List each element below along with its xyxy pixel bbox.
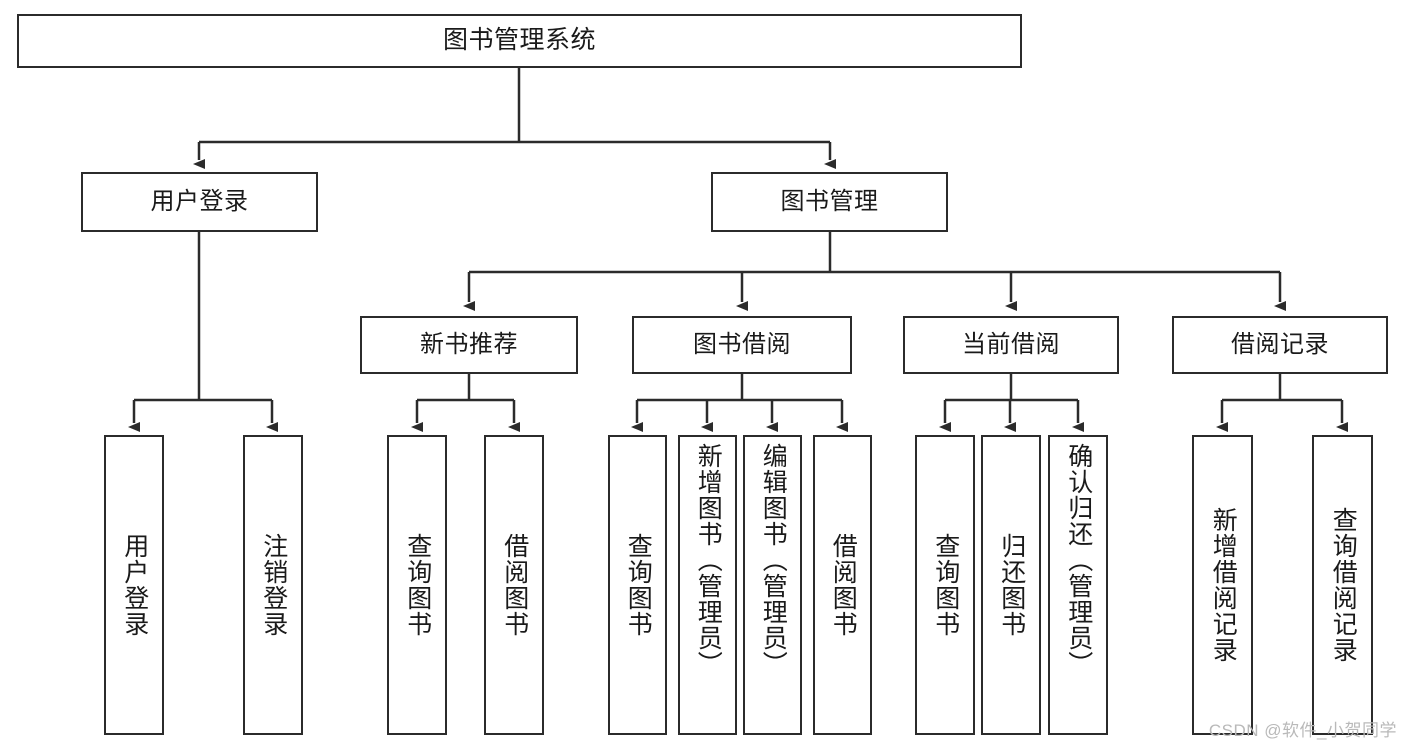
node-label: 注销登录 [259,533,288,637]
node-label: 图书管理系统 [442,26,596,55]
node-book-borrow[interactable]: 图书借阅 [632,316,852,374]
node-leaf-query-record[interactable]: 查询借阅记录 [1312,435,1373,735]
node-label: 当前借阅 [962,330,1060,358]
node-label: 新增借阅记录 [1209,507,1238,663]
node-leaf-return-book[interactable]: 归还图书 [981,435,1041,735]
node-label: 借阅图书 [829,533,858,637]
node-label: 用户登录 [120,533,149,637]
node-label: 图书借阅 [693,330,791,358]
node-leaf-query-book-1[interactable]: 查询图书 [387,435,447,735]
node-label: 借阅记录 [1231,330,1329,358]
node-leaf-logout-login[interactable]: 注销登录 [243,435,303,735]
node-label: 查询借阅记录 [1329,507,1358,663]
node-label: 查询图书 [403,533,432,637]
node-leaf-confirm-return[interactable]: 确认归还（管理员） [1048,435,1108,735]
node-book-management[interactable]: 图书管理 [711,172,948,232]
node-leaf-query-book-2[interactable]: 查询图书 [608,435,667,735]
node-borrow-record[interactable]: 借阅记录 [1172,316,1388,374]
node-leaf-edit-book[interactable]: 编辑图书（管理员） [743,435,802,735]
node-label: 查询图书 [931,533,960,637]
node-label: 新增图书（管理员） [694,443,723,677]
node-leaf-add-record[interactable]: 新增借阅记录 [1192,435,1253,735]
node-label: 归还图书 [997,533,1026,637]
node-label: 借阅图书 [500,533,529,637]
node-label: 图书管理 [780,187,879,215]
node-root-system[interactable]: 图书管理系统 [17,14,1022,68]
node-label: 用户登录 [150,187,249,215]
node-current-borrow[interactable]: 当前借阅 [903,316,1119,374]
node-leaf-borrow-book-2[interactable]: 借阅图书 [813,435,872,735]
node-label: 编辑图书（管理员） [759,443,788,677]
node-leaf-user-login[interactable]: 用户登录 [104,435,164,735]
node-label: 新书推荐 [420,330,518,358]
node-label: 确认归还（管理员） [1064,443,1093,677]
node-user-login[interactable]: 用户登录 [81,172,318,232]
node-leaf-borrow-book-1[interactable]: 借阅图书 [484,435,544,735]
node-new-book-recommend[interactable]: 新书推荐 [360,316,578,374]
node-leaf-query-book-3[interactable]: 查询图书 [915,435,975,735]
node-leaf-add-book[interactable]: 新增图书（管理员） [678,435,737,735]
node-label: 查询图书 [624,533,653,637]
csdn-watermark: CSDN @软件_小贺同学 [1208,721,1397,740]
